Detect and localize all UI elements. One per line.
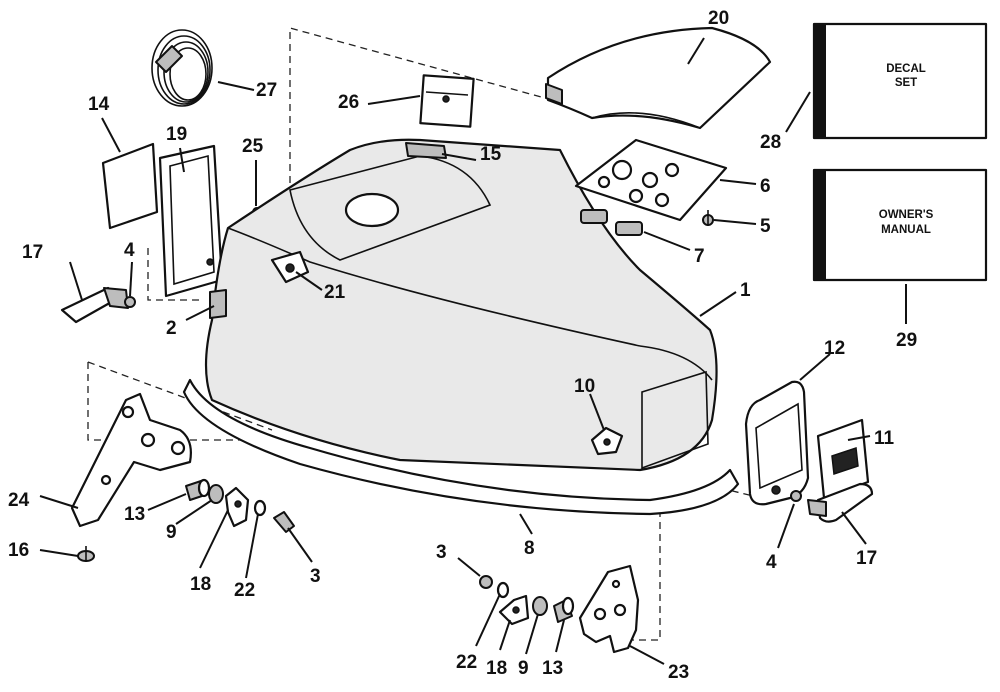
callout-17-left: 17 bbox=[22, 242, 43, 263]
callout-29: 29 bbox=[896, 330, 917, 351]
callout-8: 8 bbox=[524, 538, 535, 559]
callout-6: 6 bbox=[760, 176, 771, 197]
owners-manual-box: OWNER'S MANUAL bbox=[812, 168, 988, 282]
right-bushing-part bbox=[553, 596, 575, 623]
callout-22-right: 22 bbox=[456, 652, 477, 673]
right-flat-washer-part bbox=[496, 581, 510, 599]
right-washer-part bbox=[790, 490, 802, 502]
left-bushing-part bbox=[185, 478, 211, 501]
right-lock-plate-part bbox=[498, 594, 530, 626]
decal-card-part bbox=[419, 74, 475, 128]
callout-27: 27 bbox=[256, 80, 277, 101]
callout-5: 5 bbox=[760, 216, 771, 237]
decal-set-label-line2: SET bbox=[895, 77, 917, 89]
callout-20: 20 bbox=[708, 8, 729, 29]
callout-10: 10 bbox=[574, 376, 595, 397]
side-plate-part bbox=[744, 380, 810, 506]
left-handle-part bbox=[60, 286, 129, 324]
right-handle-part bbox=[807, 482, 874, 523]
left-bolt-part bbox=[273, 511, 295, 533]
top-cover-part bbox=[545, 26, 772, 130]
callout-9-left: 9 bbox=[166, 522, 177, 543]
decal-set-label-line1: DECAL bbox=[886, 63, 926, 75]
callout-28: 28 bbox=[760, 132, 781, 153]
right-bracket-part bbox=[578, 564, 640, 654]
callout-18-left: 18 bbox=[190, 574, 211, 595]
callout-22-left: 22 bbox=[234, 580, 255, 601]
callout-24: 24 bbox=[8, 490, 30, 511]
callout-16: 16 bbox=[8, 540, 29, 561]
plate-screw-part bbox=[702, 210, 714, 226]
left-washer-part bbox=[124, 296, 136, 308]
left-wave-washer-part bbox=[208, 484, 224, 504]
wire-coil-part bbox=[151, 29, 213, 107]
callout-15: 15 bbox=[480, 144, 502, 165]
callout-1: 1 bbox=[740, 280, 751, 301]
lower-seal-part bbox=[182, 378, 740, 516]
callout-26: 26 bbox=[338, 92, 359, 113]
callout-25: 25 bbox=[242, 136, 264, 157]
pin-part bbox=[77, 546, 95, 562]
rear-plate-part bbox=[158, 144, 224, 298]
callout-21: 21 bbox=[324, 282, 346, 303]
owners-manual-label-line1: OWNER'S bbox=[879, 209, 934, 221]
left-flat-washer-part bbox=[253, 499, 267, 517]
callout-9-right: 9 bbox=[518, 658, 529, 679]
callout-13-left: 13 bbox=[124, 504, 145, 525]
callout-7: 7 bbox=[694, 246, 705, 267]
callout-23: 23 bbox=[668, 662, 689, 683]
left-lock-plate-part bbox=[224, 486, 250, 528]
callout-3-left: 3 bbox=[310, 566, 321, 587]
owners-manual-label-line2: MANUAL bbox=[881, 224, 931, 236]
foam-strip-part bbox=[209, 289, 227, 319]
decal-set-box: DECAL SET bbox=[812, 22, 988, 140]
right-bolt-part bbox=[479, 575, 493, 589]
mounting-plate-part bbox=[574, 138, 728, 222]
callout-4-right: 4 bbox=[766, 552, 777, 573]
callout-2: 2 bbox=[166, 318, 177, 339]
callout-13-right: 13 bbox=[542, 658, 563, 679]
callout-17-right: 17 bbox=[856, 548, 877, 569]
latch-part bbox=[590, 426, 624, 456]
callout-14: 14 bbox=[88, 94, 110, 115]
callout-4-left: 4 bbox=[124, 240, 135, 261]
callout-labels: 20 26 27 14 19 25 15 28 6 5 7 17 4 21 2 … bbox=[8, 8, 917, 683]
callout-11: 11 bbox=[874, 428, 895, 449]
callout-19: 19 bbox=[166, 124, 187, 145]
gasket-sheet-part bbox=[101, 142, 159, 230]
callout-18-right: 18 bbox=[486, 658, 507, 679]
callout-12: 12 bbox=[824, 338, 845, 359]
leader-lines bbox=[39, 37, 907, 665]
callout-3-right: 3 bbox=[436, 542, 447, 563]
vent-strip-part bbox=[405, 142, 447, 159]
left-bracket-part bbox=[70, 392, 192, 528]
right-wave-washer-part bbox=[532, 596, 548, 616]
rubber-pads-part bbox=[580, 209, 643, 236]
